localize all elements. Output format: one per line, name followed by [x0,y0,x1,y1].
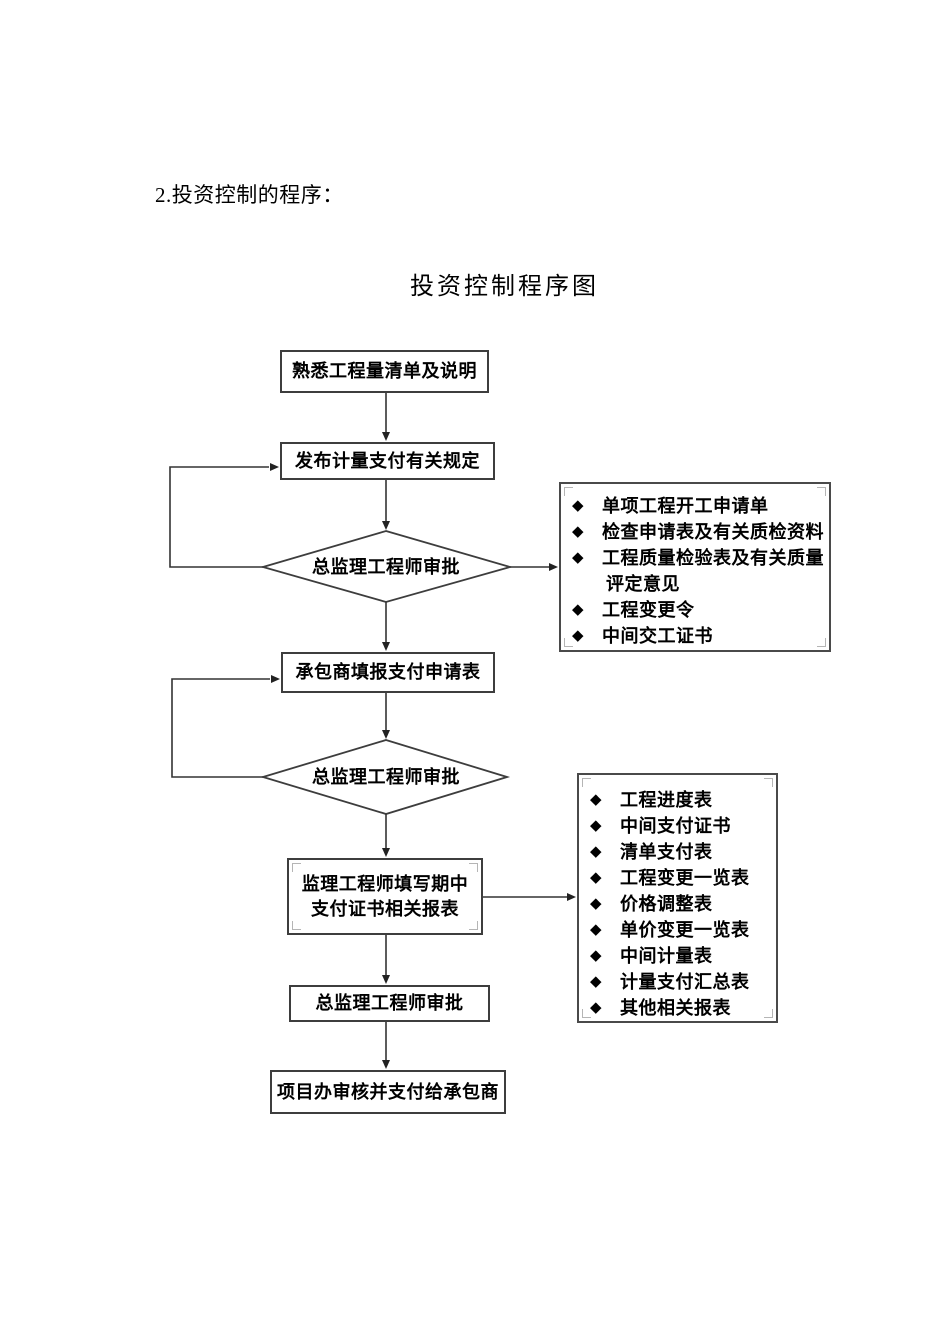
diamond-bullet-icon: ◆ [590,817,602,834]
annex-item-label: 单项工程开工申请单 [602,496,769,516]
annex-item-label: 工程质量检验表及有关质量 评定意见 [602,545,824,597]
box-contractor-payment-application-label: 承包商填报支付申请表 [295,662,481,682]
box-chief-engineer-approval-label: 总监理工程师审批 [315,993,464,1013]
box-issue-payment-rules: 发布计量支付有关规定 [280,442,495,480]
diamond-bullet-icon: ◆ [590,843,602,860]
list-item: ◆ 单价变更一览表 [579,917,776,943]
frame-corner [292,863,301,872]
box-project-office-pays-contractor-label: 项目办审核并支付给承包商 [277,1081,499,1102]
diamond-bullet-icon: ◆ [590,999,602,1016]
diamond-bullet-icon: ◆ [590,869,602,886]
frame-corner [292,921,301,930]
box-supervisor-fills-line2: 支付证书相关报表 [311,898,459,919]
list-item: ◆ 工程变更令 [561,597,829,623]
annex-item-line: 工程质量检验表及有关质量 [602,548,824,568]
diamond-label-chief-approval-2: 总监理工程师审批 [312,767,460,787]
list-item: ◆ 中间支付证书 [579,813,776,839]
diamond-bullet-icon: ◆ [590,947,602,964]
diagram-title: 投资控制程序图 [410,274,599,300]
box-chief-engineer-approval: 总监理工程师审批 [289,985,490,1022]
annex-item-label: 中间支付证书 [620,816,731,836]
box-review-boq-label: 熟悉工程量清单及说明 [292,361,477,381]
annex-item-label: 计量支付汇总表 [620,972,750,992]
connector-lines [169,393,567,1061]
list-item: ◆ 价格调整表 [579,891,776,917]
diamond-bullet-icon: ◆ [572,627,584,644]
annex-item-label: 工程变更令 [602,600,695,620]
list-item: ◆ 单项工程开工申请单 [561,493,829,519]
annex-box-payment-forms: ◆ 工程进度表 ◆ 中间支付证书 ◆ 清单支付表 ◆ 工程变更一览表 ◆ 价格调… [577,773,778,1023]
list-item: ◆ 中间交工证书 [561,623,829,649]
frame-corner [469,921,478,930]
box-review-boq: 熟悉工程量清单及说明 [280,350,489,393]
annex-item-label: 其他相关报表 [620,998,731,1018]
list-item: ◆ 计量支付汇总表 [579,969,776,995]
frame-corner [817,487,826,496]
list-item: ◆ 清单支付表 [579,839,776,865]
list-item: ◆ 其他相关报表 [579,995,776,1021]
box-supervisor-fills-line1: 监理工程师填写期中 [301,873,469,894]
box-supervisor-fills-interim-certificates: 监理工程师填写期中 支付证书相关报表 [287,858,483,935]
frame-corner [764,778,773,787]
diamond-bullet-icon: ◆ [572,523,584,540]
frame-corner [764,1009,773,1018]
feedback-loop-1 [169,466,269,568]
frame-corner [817,638,826,647]
box-contractor-payment-application: 承包商填报支付申请表 [281,652,495,693]
diamond-bullet-icon: ◆ [590,791,602,808]
frame-corner [564,638,573,647]
diamond-bullet-icon: ◆ [572,601,584,618]
diamond-bullet-icon: ◆ [590,895,602,912]
list-item: ◆ 检查申请表及有关质检资料 [561,519,829,545]
frame-corner [564,487,573,496]
frame-corner [582,1009,591,1018]
annex-box-approval-documents: ◆ 单项工程开工申请单 ◆ 检查申请表及有关质检资料 ◆ 工程质量检验表及有关质… [559,482,831,652]
annex-item-label: 单价变更一览表 [620,920,750,940]
annex-item-label: 中间交工证书 [602,626,713,646]
frame-corner [582,778,591,787]
decision-diamonds [259,530,514,815]
diamond-label-chief-approval-1: 总监理工程师审批 [312,557,460,577]
section-heading: 2.投资控制的程序： [155,183,344,207]
diamond-bullet-icon: ◆ [590,973,602,990]
list-item: ◆ 工程进度表 [579,787,776,813]
box-issue-payment-rules-label: 发布计量支付有关规定 [295,450,480,471]
annex-item-label: 工程变更一览表 [620,868,750,888]
annex-item-label: 检查申请表及有关质检资料 [602,522,824,542]
annex-item-label: 中间计量表 [620,946,713,966]
feedback-loop-2 [171,678,270,778]
annex-item-label: 工程进度表 [620,790,713,810]
list-item: ◆ 工程质量检验表及有关质量 评定意见 [561,545,829,597]
arrowheads [270,432,576,1069]
annex-item-line: 评定意见 [606,574,680,594]
frame-corner [469,863,478,872]
list-item: ◆ 中间计量表 [579,943,776,969]
diamond-bullet-icon: ◆ [572,549,584,566]
diamond-bullet-icon: ◆ [590,921,602,938]
box-project-office-pays-contractor: 项目办审核并支付给承包商 [270,1070,506,1114]
list-item: ◆ 工程变更一览表 [579,865,776,891]
annex-item-label: 价格调整表 [620,894,713,914]
diamond-bullet-icon: ◆ [572,497,584,514]
annex-item-label: 清单支付表 [620,842,713,862]
